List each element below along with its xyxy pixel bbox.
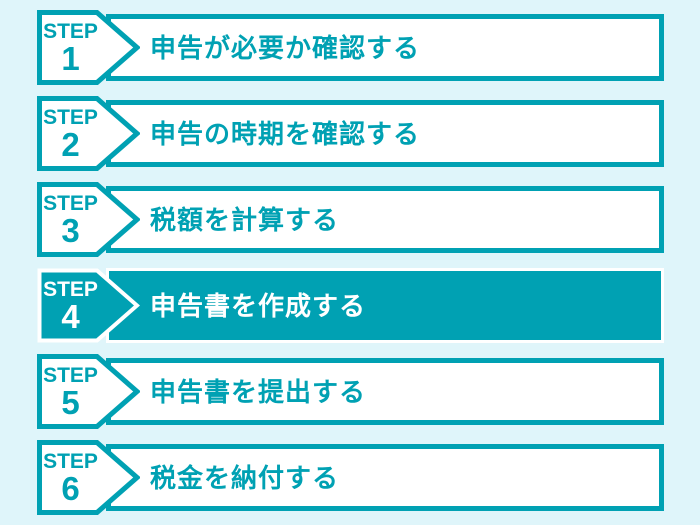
- step-bar: 税額を計算する: [106, 186, 664, 253]
- step-bar: 申告が必要か確認する: [106, 14, 664, 81]
- step-number: 3: [61, 211, 80, 249]
- step-badge: STEP 2: [37, 96, 140, 171]
- step-number: 4: [61, 297, 80, 335]
- step-badge-text: STEP 6: [37, 440, 104, 515]
- step-word: STEP: [43, 363, 98, 387]
- step-number: 6: [61, 469, 80, 507]
- step-row: 申告書を提出する STEP 5: [0, 354, 700, 429]
- step-word: STEP: [43, 19, 98, 43]
- step-badge: STEP 5: [37, 354, 140, 429]
- arrow-pentagon-icon: [37, 10, 140, 85]
- arrow-pentagon-icon: [37, 96, 140, 171]
- step-row: 税額を計算する STEP 3: [0, 182, 700, 257]
- step-title: 税金を納付する: [150, 462, 340, 493]
- arrow-pentagon-icon: [37, 182, 140, 257]
- step-row: 申告書を作成する STEP 4: [0, 268, 700, 343]
- step-bar: 税金を納付する: [106, 444, 664, 511]
- step-badge: STEP 3: [37, 182, 140, 257]
- step-bar: 申告書を作成する: [106, 268, 664, 343]
- step-row: 申告の時期を確認する STEP 2: [0, 96, 700, 171]
- arrow-pentagon-icon: [37, 440, 140, 515]
- step-title: 申告書を作成する: [150, 290, 367, 321]
- step-word: STEP: [43, 191, 98, 215]
- arrow-pentagon-icon: [37, 268, 140, 343]
- step-badge-text: STEP 2: [37, 96, 104, 171]
- step-word: STEP: [43, 277, 98, 301]
- step-number: 2: [61, 125, 80, 163]
- step-badge-text: STEP 1: [37, 10, 104, 85]
- step-number: 1: [61, 39, 80, 77]
- arrow-pentagon-icon: [37, 354, 140, 429]
- step-badge: STEP 1: [37, 10, 140, 85]
- step-title: 申告の時期を確認する: [150, 118, 421, 149]
- step-bar: 申告の時期を確認する: [106, 100, 664, 167]
- step-word: STEP: [43, 449, 98, 473]
- step-word: STEP: [43, 105, 98, 129]
- step-row: 税金を納付する STEP 6: [0, 440, 700, 515]
- step-badge-text: STEP 5: [37, 354, 104, 429]
- step-bar: 申告書を提出する: [106, 358, 664, 425]
- step-badge: STEP 6: [37, 440, 140, 515]
- step-title: 税額を計算する: [150, 204, 340, 235]
- step-row: 申告が必要か確認する STEP 1: [0, 10, 700, 85]
- step-title: 申告が必要か確認する: [150, 32, 421, 63]
- step-badge-text: STEP 4: [37, 268, 104, 343]
- step-title: 申告書を提出する: [150, 376, 367, 407]
- step-badge-text: STEP 3: [37, 182, 104, 257]
- step-badge: STEP 4: [37, 268, 140, 343]
- step-number: 5: [61, 383, 80, 421]
